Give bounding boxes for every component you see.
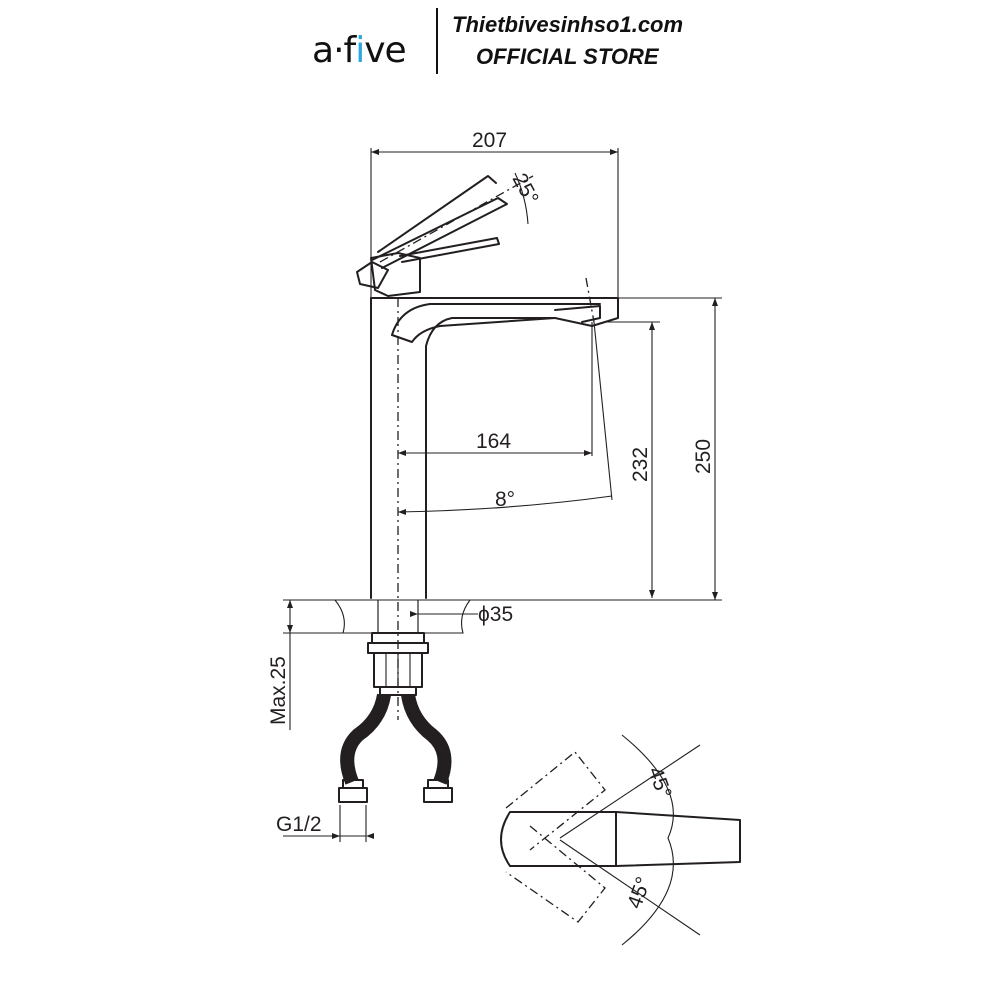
svg-text:a·five: a·five: [312, 30, 406, 71]
spout-height-label: 232: [629, 447, 652, 482]
top-angle-lower-label: 45°: [623, 874, 655, 912]
thread-dimension: G1/2: [276, 805, 374, 842]
brand-logo: a·five: [312, 30, 407, 71]
thread-label: G1/2: [276, 813, 322, 836]
spout-angle-label: 8°: [495, 488, 515, 511]
logo-accent-letter: i: [355, 30, 364, 71]
faucet-body: [370, 277, 619, 720]
handle-angle-label: 25°: [508, 170, 543, 209]
hole-diameter-label: ϕ35: [478, 603, 513, 626]
store-website: Thietbivesinhso1.com: [452, 12, 683, 37]
faucet-handle: 25°: [356, 170, 543, 297]
mounting-fittings: [367, 632, 429, 696]
top-view-handle: 45° 45°: [500, 734, 741, 946]
max-thickness-dimension: Max.25: [267, 600, 293, 730]
width-dimension: 207: [370, 129, 619, 300]
spout-reach-dimension: 164 8°: [397, 321, 613, 515]
store-label: OFFICIAL STORE: [476, 44, 660, 69]
max-thickness-label: Max.25: [267, 656, 290, 725]
width-label: 207: [472, 129, 507, 152]
spout-reach-label: 164: [476, 430, 511, 453]
countertop-section: ϕ35: [283, 599, 513, 634]
supply-hoses: [338, 693, 453, 803]
total-height-label: 250: [692, 439, 715, 474]
